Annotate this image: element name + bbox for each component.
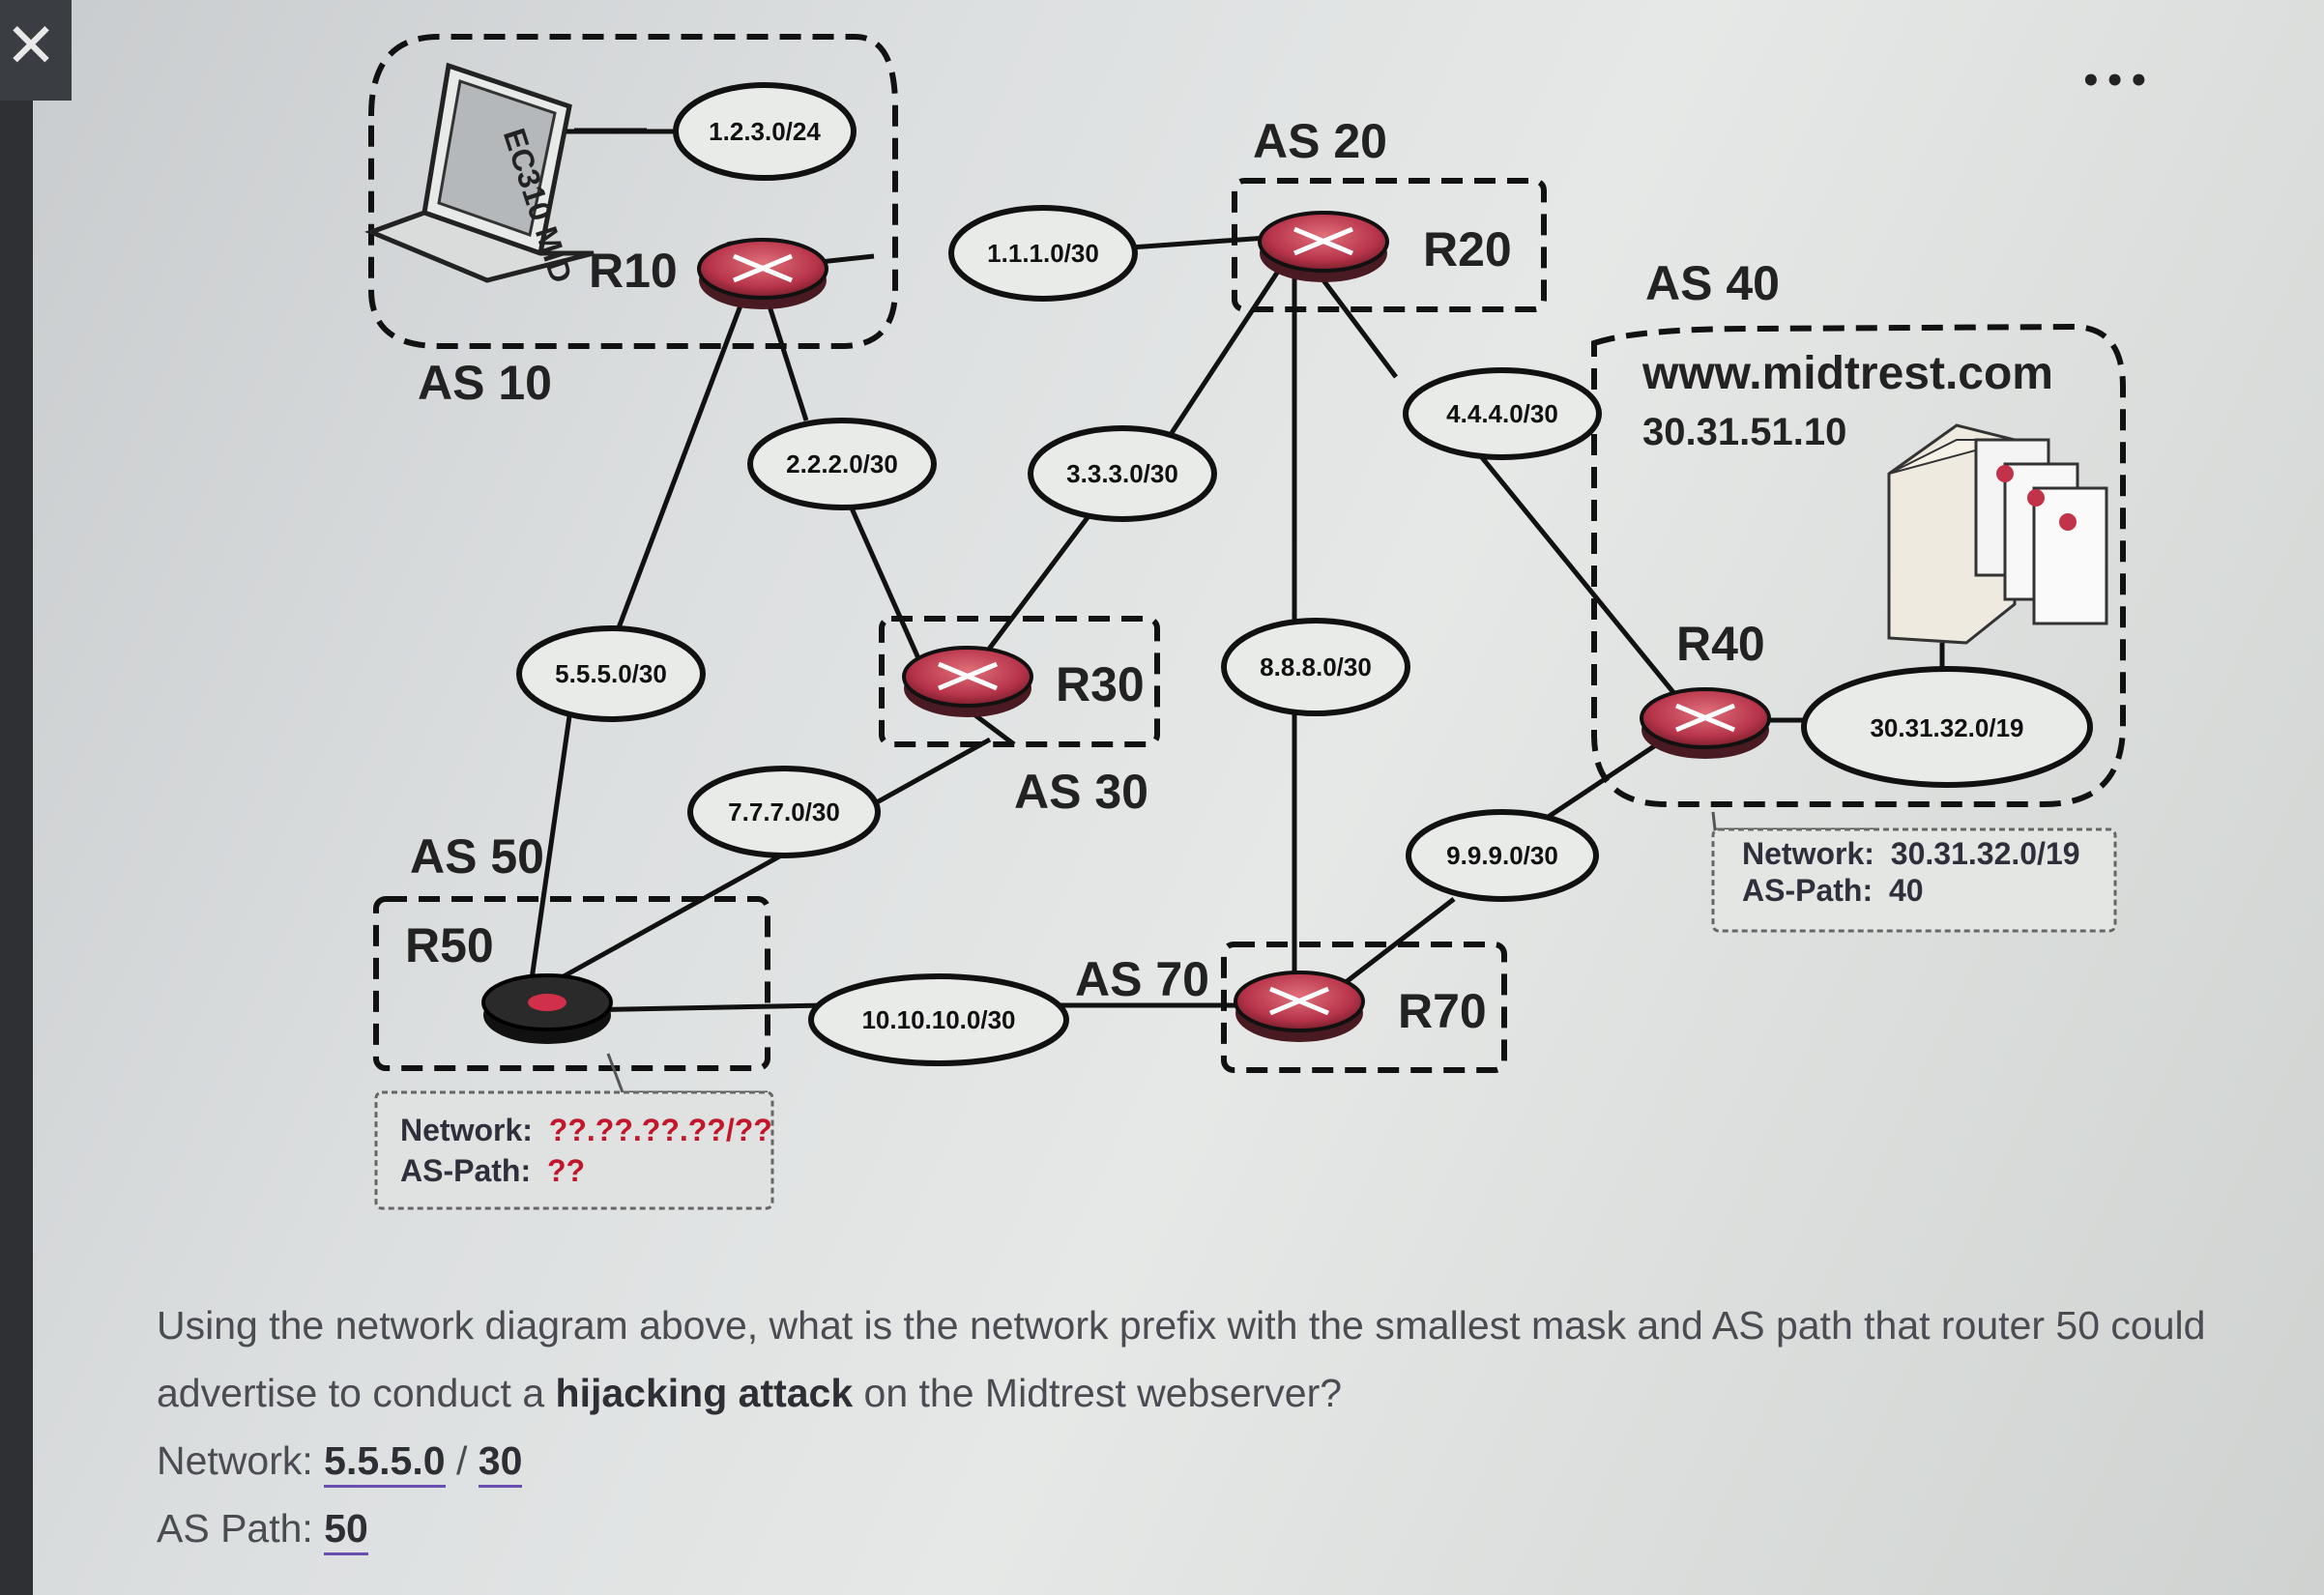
network-answer-input[interactable]: 5.5.5.0 [324, 1438, 446, 1488]
network-label: 7.7.7.0/30 [728, 798, 840, 826]
laptop-icon [364, 62, 595, 283]
as-boundaries [368, 34, 2126, 1073]
router-r20-icon [1258, 211, 1389, 282]
question-block: Using the network diagram above, what is… [157, 1291, 2322, 1562]
webserver-domain: www.midtrest.com [1641, 348, 2053, 399]
callout-network-label: Network: [400, 1113, 533, 1147]
callout-aspath-label: AS-Path: [400, 1153, 531, 1188]
callout-aspath-value: ?? [547, 1153, 585, 1188]
question-text: Using the network diagram above, what is… [157, 1291, 2322, 1427]
network-label: 10.10.10.0/30 [861, 1005, 1015, 1034]
router-label-r20: R20 [1423, 222, 1512, 276]
webserver-icon [1887, 423, 2108, 645]
aspath-answer-label: AS Path: [157, 1506, 313, 1551]
callout-network-label: Network: [1742, 836, 1874, 871]
as-label-40: AS 40 [1645, 256, 1780, 310]
network-label: 1.2.3.0/24 [709, 117, 821, 146]
aspath-answer-input[interactable]: 50 [324, 1506, 368, 1555]
as-label-20: AS 20 [1253, 114, 1387, 168]
as-label-30: AS 30 [1014, 765, 1148, 819]
left-sidebar-strip [0, 0, 33, 1595]
webserver-ip: 30.31.51.10 [1642, 411, 1846, 453]
router-label-r40: R40 [1676, 617, 1765, 671]
network-diagram: EC310 MID 1.2.3.0/24 1.1.1.0/30 2.2.2.0/… [364, 34, 2126, 1210]
callout-aspath-value: 40 [1889, 873, 1924, 908]
question-screen: EC310 MID 1.2.3.0/24 1.1.1.0/30 2.2.2.0/… [33, 0, 2324, 1595]
as-labels: AS 10 AS 20 AS 30 AS 40 AS 50 AS 70 [410, 114, 1780, 1006]
svg-text:AS-Path: ??: AS-Path: ?? [400, 1153, 585, 1188]
network-label: 8.8.8.0/30 [1260, 652, 1372, 682]
callouts [374, 811, 2117, 1210]
router-r50-icon [481, 973, 613, 1044]
more-options-icon[interactable]: ••• [2080, 62, 2153, 101]
router-label-r30: R30 [1056, 657, 1145, 711]
question-text-start: Using the network diagram above, what is… [157, 1303, 2206, 1415]
svg-text:AS-Path: 40: AS-Path: 40 [1742, 873, 1924, 908]
network-nodes [516, 82, 2093, 1066]
svg-text:Network: ??.??.??.??/??: Network: ??.??.??.??/?? [400, 1113, 772, 1147]
callout-network-value: ??.??.??.??/?? [549, 1113, 772, 1147]
router-label-r70: R70 [1398, 984, 1487, 1038]
network-label: 2.2.2.0/30 [786, 450, 898, 478]
network-answer-line: Network: 5.5.5.0 / 30 [157, 1427, 2322, 1494]
router-labels: R10 R20 R30 R40 R50 R70 [405, 222, 1765, 1038]
callout-r40: Network: 30.31.32.0/19 AS-Path: 40 [1742, 836, 2080, 908]
close-button[interactable]: ✕ [0, 0, 72, 101]
network-label: 30.31.32.0/19 [1870, 713, 2023, 742]
network-label: 1.1.1.0/30 [987, 239, 1099, 268]
router-r40-icon [1640, 687, 1771, 759]
question-text-end: on the Midtrest webserver? [853, 1371, 1343, 1415]
network-label: 9.9.9.0/30 [1446, 841, 1558, 870]
router-label-r10: R10 [589, 244, 678, 298]
callout-aspath-label: AS-Path: [1742, 873, 1873, 908]
close-icon[interactable]: ✕ [5, 11, 57, 82]
slash-separator: / [455, 1438, 468, 1483]
network-label: 5.5.5.0/30 [555, 659, 667, 688]
callout-network-value: 30.31.32.0/19 [1891, 836, 2080, 871]
as-label-10: AS 10 [418, 356, 552, 410]
network-labels: 1.2.3.0/24 1.1.1.0/30 2.2.2.0/30 3.3.3.0… [555, 117, 2023, 1034]
webserver-info: www.midtrest.com 30.31.51.10 [1641, 348, 2053, 453]
router-r30-icon [902, 646, 1033, 717]
callout-r50: Network: ??.??.??.??/?? AS-Path: ?? [400, 1113, 772, 1188]
router-r10-icon [697, 238, 828, 309]
as-label-70: AS 70 [1075, 952, 1209, 1006]
network-label: 4.4.4.0/30 [1446, 399, 1558, 428]
question-bold: hijacking attack [555, 1371, 854, 1415]
svg-text:Network: 30.31.32.0/19: Network: 30.31.32.0/19 [1742, 836, 2080, 871]
aspath-answer-line: AS Path: 50 [157, 1494, 2322, 1562]
network-label: 3.3.3.0/30 [1066, 459, 1178, 488]
mask-answer-input[interactable]: 30 [478, 1438, 523, 1488]
router-r70-icon [1234, 971, 1365, 1042]
router-label-r50: R50 [405, 918, 494, 972]
as-label-50: AS 50 [410, 829, 544, 884]
network-answer-label: Network: [157, 1438, 313, 1483]
